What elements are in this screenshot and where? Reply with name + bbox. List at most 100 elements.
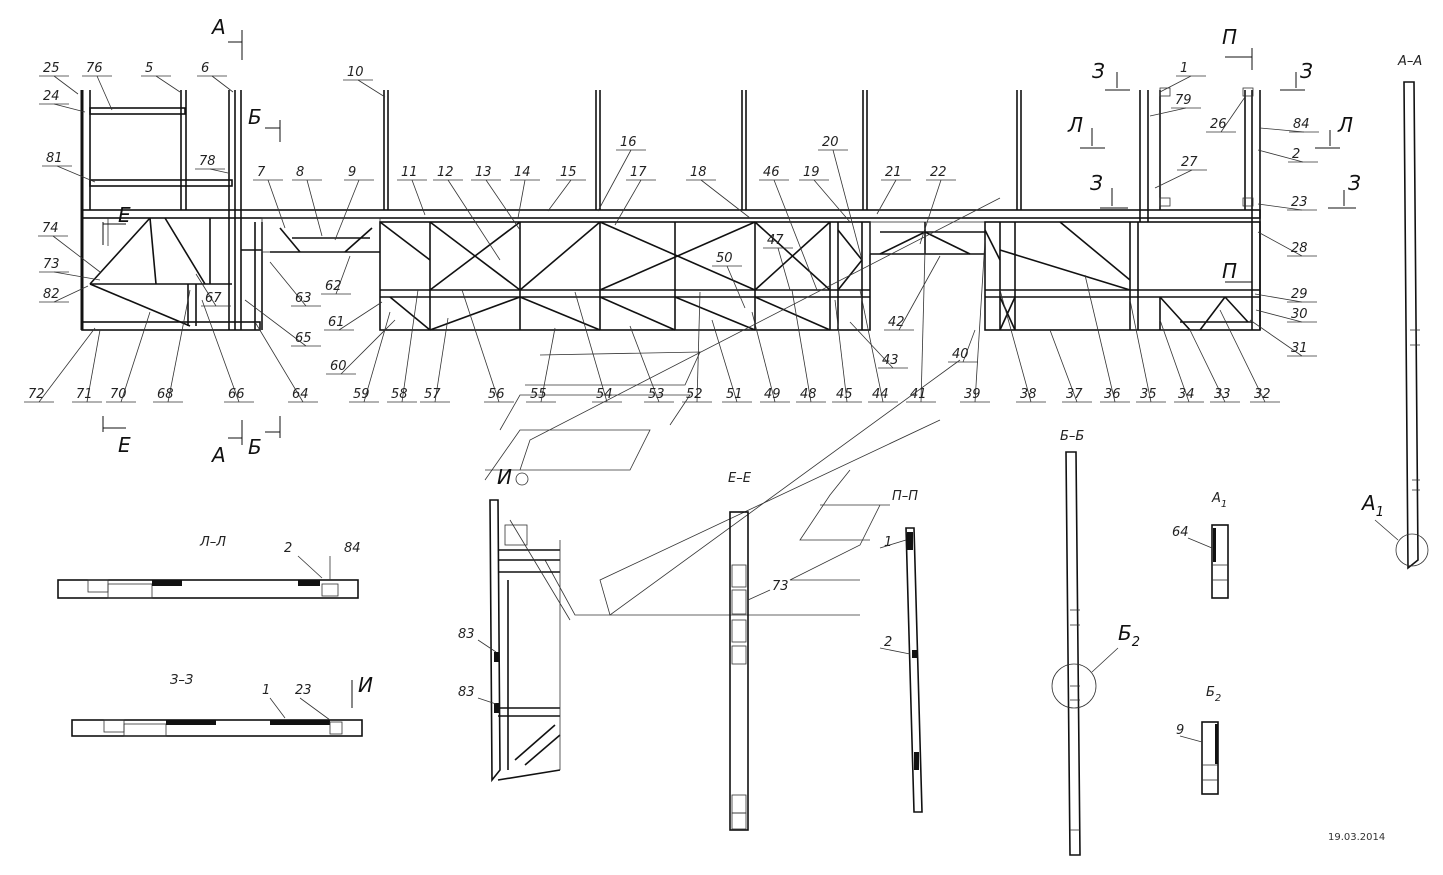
view-e-e-title: Е–Е <box>728 471 752 486</box>
ee-label-73: 73 <box>772 579 789 594</box>
callout-label-59: 59 <box>353 387 370 402</box>
view-i: И 83 83 <box>458 465 571 783</box>
callout-label-66: 66 <box>228 387 245 402</box>
callout-leader <box>773 179 818 291</box>
section-z-2: З <box>1300 59 1313 83</box>
callout-label-12: 12 <box>437 165 454 180</box>
callout-label-46: 46 <box>763 165 780 180</box>
callout-leader <box>363 311 391 403</box>
callout-leader <box>357 79 386 98</box>
callout-leader <box>574 291 608 403</box>
callout-label-39: 39 <box>964 387 981 402</box>
callout-label-38: 38 <box>1020 387 1037 402</box>
zz-label-23: 23 <box>295 683 312 698</box>
zz-label-1: 1 <box>262 683 270 698</box>
callout-label-9: 9 <box>348 165 356 180</box>
callout-label-51: 51 <box>726 387 743 402</box>
callout-label-62: 62 <box>325 279 342 294</box>
callout-leader <box>834 299 848 403</box>
callout-leader <box>53 271 101 281</box>
callout-leader <box>1219 309 1266 403</box>
callout-leader <box>813 179 851 223</box>
callout-leader <box>1129 299 1152 403</box>
callout-leader <box>244 299 307 347</box>
callout-leader <box>195 273 217 307</box>
callout-label-44: 44 <box>872 387 889 402</box>
i-label-83a: 83 <box>458 627 475 642</box>
i-label-83b: 83 <box>458 685 475 700</box>
callout-label-24: 24 <box>43 89 60 104</box>
view-p-p-title: П–П <box>892 489 918 504</box>
callout-leader <box>614 179 642 226</box>
callout-leader <box>306 179 323 237</box>
callout-label-18: 18 <box>690 165 707 180</box>
callout-leader <box>434 317 449 403</box>
callout-leader <box>53 75 79 95</box>
callout-leader <box>1257 149 1304 163</box>
callout-label-63: 63 <box>295 291 312 306</box>
callout-label-81: 81 <box>46 151 63 166</box>
callout-leader <box>52 235 101 273</box>
section-l-1: Л <box>1067 113 1083 137</box>
callout-label-40: 40 <box>952 347 969 362</box>
callout-leader <box>267 179 286 229</box>
section-e-top: Е <box>118 203 131 227</box>
callout-leader <box>1220 96 1246 133</box>
callout-label-67: 67 <box>205 291 222 306</box>
callout-leader <box>777 247 791 291</box>
callout-leader <box>1249 319 1303 357</box>
detail-a1-marker: А1 <box>1360 491 1384 520</box>
section-b-bottom: Б <box>248 435 262 459</box>
callout-leader <box>791 289 812 403</box>
callout-label-52: 52 <box>686 387 703 402</box>
callout-label-41: 41 <box>910 387 927 402</box>
callout-leader <box>1149 107 1187 117</box>
callout-label-16: 16 <box>620 135 637 150</box>
callout-leader <box>53 103 86 113</box>
view-l-l-title: Л–Л <box>199 535 226 550</box>
callout-label-33: 33 <box>1214 387 1231 402</box>
section-z-4: З <box>1348 171 1361 195</box>
view-b-b: Б–Б Б2 <box>1051 429 1140 856</box>
callout-leader <box>1189 329 1226 403</box>
callout-leader <box>201 299 240 403</box>
callout-label-2: 2 <box>1292 147 1300 162</box>
callout-label-6: 6 <box>201 61 209 76</box>
pp-label-1: 1 <box>884 535 892 550</box>
callout-label-10: 10 <box>347 65 364 80</box>
callout-label-68: 68 <box>157 387 174 402</box>
callout-leader <box>53 285 89 303</box>
callout-label-32: 32 <box>1254 387 1271 402</box>
callout-label-36: 36 <box>1104 387 1121 402</box>
callout-leader <box>411 179 426 216</box>
callout-leader <box>629 325 660 403</box>
callout-leader <box>401 289 419 403</box>
section-markers: А А Б Б Е Е З З З З Л Л П П <box>102 15 1361 467</box>
callout-label-35: 35 <box>1140 387 1157 402</box>
callout-leader <box>1159 319 1190 403</box>
view-i-title: И <box>497 465 512 489</box>
callout-leader <box>597 149 632 212</box>
section-p-1: П <box>1222 25 1237 49</box>
callout-label-5: 5 <box>145 61 153 76</box>
callout-leader <box>751 311 776 403</box>
callout-label-58: 58 <box>391 387 408 402</box>
callout-leader <box>876 179 897 215</box>
callout-leader <box>974 239 986 403</box>
callout-label-49: 49 <box>764 387 781 402</box>
callout-leader <box>696 291 701 403</box>
callout-label-13: 13 <box>475 165 492 180</box>
callout-leader <box>1259 127 1305 133</box>
detail-b2: Б2 9 <box>1176 685 1221 795</box>
callout-leader <box>919 179 942 245</box>
phantom-contours <box>484 197 1001 616</box>
drawing-date: 19.03.2014 <box>1328 832 1385 843</box>
b2-label-9: 9 <box>1176 723 1184 738</box>
callout-leader <box>1159 75 1192 93</box>
ll-label-2: 2 <box>284 541 292 556</box>
pp-label-2: 2 <box>884 635 892 650</box>
detail-b2-marker: Б2 <box>1118 621 1140 650</box>
callout-leader <box>461 289 500 403</box>
section-l-2: Л <box>1337 113 1353 137</box>
